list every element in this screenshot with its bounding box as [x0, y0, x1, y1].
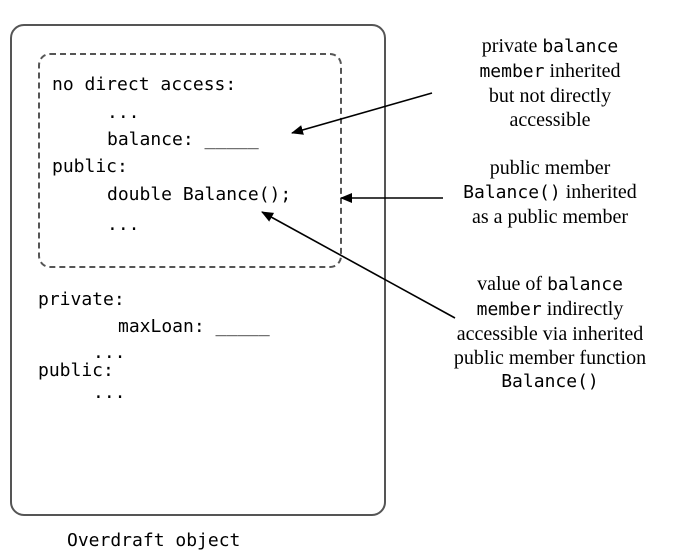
private-label: private: [38, 289, 125, 310]
balance-member-line: balance: _____ [107, 129, 259, 150]
own-ellipsis-1: ... [93, 342, 126, 363]
annotation-indirect-access: value of balance member indirectly acces… [430, 272, 670, 394]
annotation-text: value of [477, 273, 548, 295]
annotation-text: public member [489, 157, 611, 179]
maxloan-member-line: maxLoan: _____ [118, 316, 270, 337]
annotation-text: as a public member [471, 206, 629, 228]
arrow-indirect-access [261, 211, 456, 319]
inherited-ellipsis-1: ... [107, 102, 140, 123]
annotation-code: balance [547, 274, 623, 295]
annotation-text: inherited [544, 60, 621, 82]
annotation-code: Balance() [501, 371, 599, 392]
annotation-code: member [479, 61, 545, 82]
annotation-text: accessible via inherited [456, 323, 644, 345]
no-direct-access-label: no direct access: [52, 74, 237, 95]
annotation-public-balance: public member Balance() inherited as a p… [430, 156, 670, 229]
annotation-code: member [476, 299, 542, 320]
overdraft-object-box [10, 24, 386, 516]
annotation-code: balance [542, 36, 619, 57]
annotation-code: Balance() [463, 182, 561, 203]
balance-method-line: double Balance(); [107, 184, 292, 205]
annotation-text: public member function [453, 347, 647, 369]
object-caption: Overdraft object [67, 530, 241, 551]
annotation-text: inherited [560, 181, 637, 203]
arrow-to-balance [291, 92, 433, 135]
annotation-private-balance: private balance member inherited but not… [430, 34, 670, 132]
annotation-text: accessible [509, 109, 591, 131]
annotation-text: private [481, 35, 543, 57]
own-ellipsis-2: ... [93, 382, 126, 403]
annotation-text: indirectly [541, 298, 624, 320]
own-public-label: public: [38, 360, 114, 381]
inherited-ellipsis-2: ... [107, 214, 140, 235]
inherited-members-box [38, 53, 342, 268]
inherited-public-label: public: [52, 156, 128, 177]
annotation-text: but not directly [488, 85, 612, 107]
